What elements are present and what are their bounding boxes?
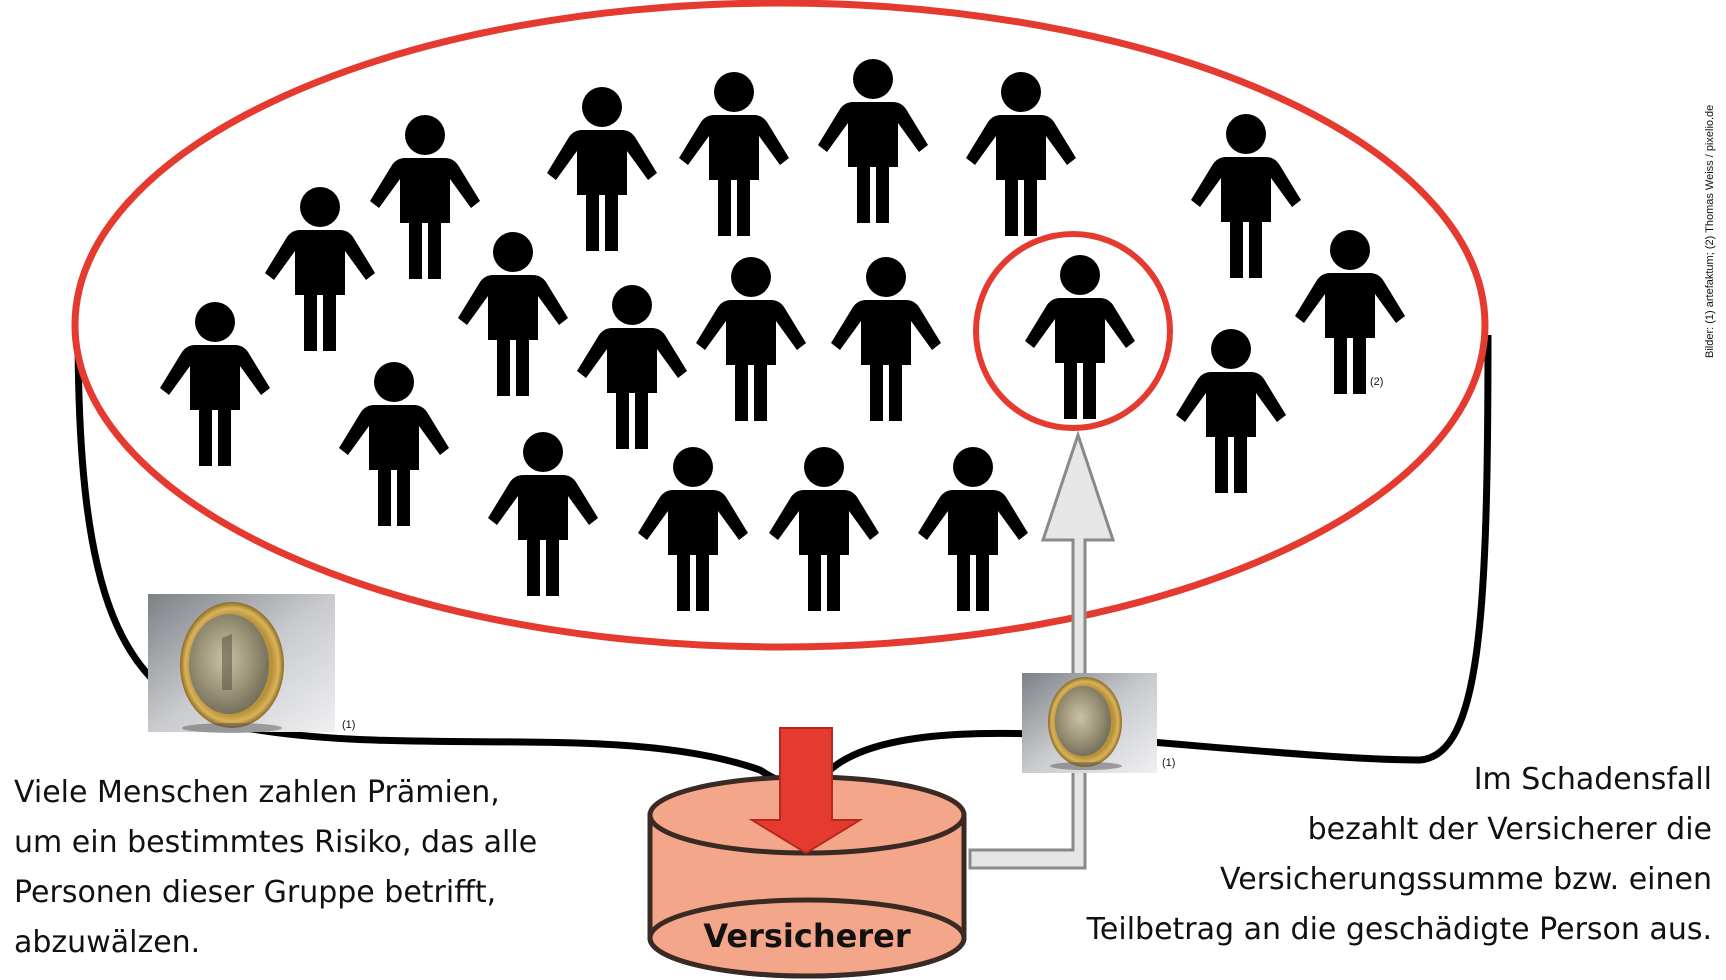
caption-line: um ein bestimmtes Risiko, das alle bbox=[14, 825, 538, 860]
image-credits: Bilder: (1) artefaktum; (2) Thomas Weiss… bbox=[1704, 104, 1716, 358]
caption-premiums: Viele Menschen zahlen Prämien, um ein be… bbox=[14, 768, 634, 968]
credit-mark-coin-left: (1) bbox=[342, 719, 355, 731]
caption-line: Im Schadensfall bbox=[1473, 762, 1712, 797]
caption-line: Viele Menschen zahlen Prämien, bbox=[14, 775, 500, 810]
insurer-label: Versicherer bbox=[703, 917, 910, 955]
caption-claim: Im Schadensfall bezahlt der Versicherer … bbox=[1000, 755, 1712, 955]
coin-photo-left bbox=[148, 594, 335, 733]
credit-mark-person: (2) bbox=[1370, 376, 1383, 388]
claimant-highlight bbox=[973, 231, 1173, 431]
coin-photo-right bbox=[1022, 673, 1157, 773]
credit-mark-coin-right: (1) bbox=[1162, 757, 1175, 769]
caption-line: Personen dieser Gruppe betrifft, bbox=[14, 875, 497, 910]
caption-line: bezahlt der Versicherer die bbox=[1307, 812, 1712, 847]
premium-arrow bbox=[748, 727, 864, 855]
caption-line: abzuwälzen. bbox=[14, 925, 201, 960]
caption-line: Versicherungssumme bzw. einen bbox=[1220, 862, 1712, 897]
caption-line: Teilbetrag an die geschädigte Person aus… bbox=[1086, 912, 1712, 947]
